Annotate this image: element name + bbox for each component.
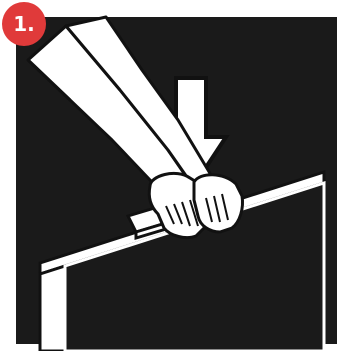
step-number-badge: 1. [2, 2, 46, 46]
hands-icon [28, 17, 243, 238]
